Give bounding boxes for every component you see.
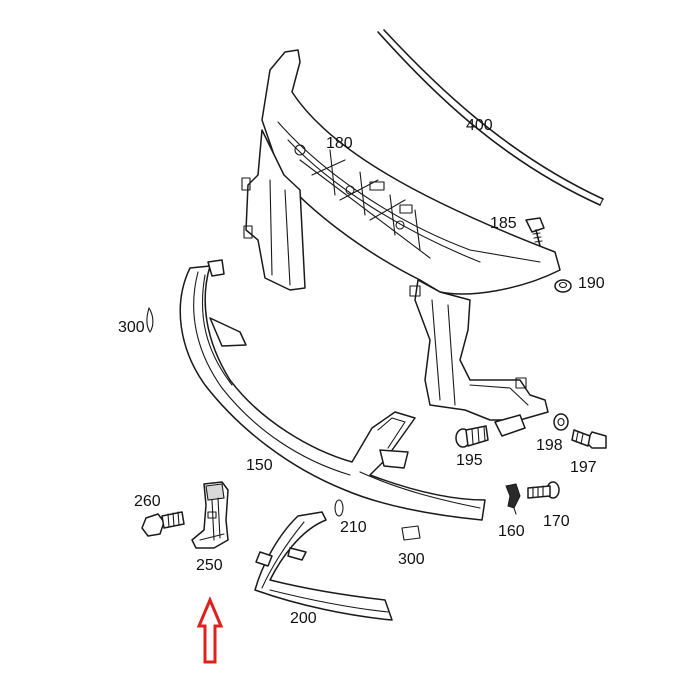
label-210: 210 bbox=[340, 519, 367, 536]
part-195-bolt bbox=[455, 425, 489, 448]
part-250-bracket bbox=[191, 481, 229, 549]
part-197-bolt bbox=[571, 429, 607, 449]
part-200-lower-trim bbox=[254, 511, 393, 621]
part-260-bolt bbox=[141, 511, 185, 537]
label-260: 260 bbox=[134, 493, 161, 510]
label-170: 170 bbox=[543, 513, 570, 530]
part-185-bolt bbox=[525, 217, 545, 247]
part-190-nut bbox=[554, 279, 572, 293]
part-160-clip bbox=[505, 483, 521, 515]
part-198-washer bbox=[553, 413, 569, 431]
label-180: 180 bbox=[326, 135, 353, 152]
part-210-clip bbox=[334, 499, 344, 517]
label-300-upper: 300 bbox=[118, 319, 145, 336]
part-150-bumper-carrier bbox=[179, 259, 486, 521]
label-197: 197 bbox=[570, 459, 597, 476]
label-198: 198 bbox=[536, 437, 563, 454]
part-300-clip-upper bbox=[146, 307, 154, 333]
label-195: 195 bbox=[456, 452, 483, 469]
part-180-front-carrier bbox=[241, 49, 561, 437]
label-160: 160 bbox=[498, 523, 525, 540]
label-200: 200 bbox=[290, 610, 317, 627]
label-190: 190 bbox=[578, 275, 605, 292]
highlight-arrow bbox=[196, 596, 224, 664]
label-250: 250 bbox=[196, 557, 223, 574]
label-400: 400 bbox=[466, 117, 493, 134]
label-150: 150 bbox=[246, 457, 273, 474]
part-170-screw bbox=[527, 481, 560, 499]
label-300-lower: 300 bbox=[398, 551, 425, 568]
label-185: 185 bbox=[490, 215, 517, 232]
part-300-pad-lower bbox=[401, 525, 421, 541]
part-400-seal-strip bbox=[377, 29, 604, 206]
